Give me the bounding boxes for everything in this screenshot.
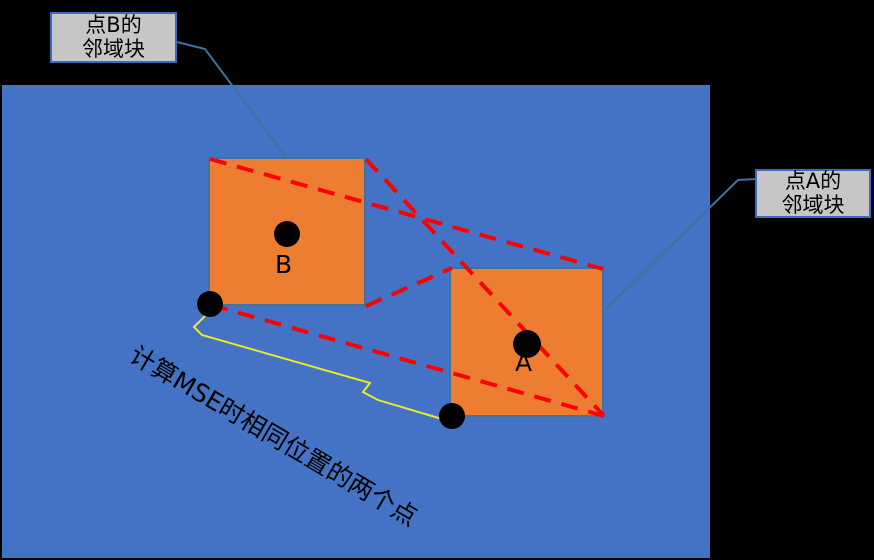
correspondence-line-top bbox=[209, 157, 604, 271]
brace-connector bbox=[192, 312, 453, 423]
callout-a-line-2: 邻域块 bbox=[781, 192, 845, 217]
point-marker-a-center bbox=[513, 330, 541, 358]
correspondence-line-diagonal-b bbox=[364, 157, 606, 418]
correspondence-line-bottom bbox=[210, 303, 605, 418]
callout-box-b[interactable]: 点B的 邻域块 bbox=[50, 12, 177, 63]
leader-line-a bbox=[603, 178, 758, 312]
correspondence-line-short bbox=[365, 266, 453, 308]
leader-line-b bbox=[176, 41, 289, 161]
callout-b-line-1: 点B的 bbox=[85, 12, 142, 37]
point-marker-b-center bbox=[274, 221, 300, 247]
callout-b-line-2: 邻域块 bbox=[82, 36, 145, 61]
callout-a-line-1: 点A的 bbox=[784, 168, 842, 193]
point-label-a: A bbox=[515, 348, 533, 377]
point-marker-b-corner bbox=[197, 291, 223, 317]
point-label-b: B bbox=[275, 250, 293, 279]
callout-box-a[interactable]: 点A的 邻域块 bbox=[755, 169, 871, 218]
point-marker-a-corner bbox=[439, 403, 465, 429]
